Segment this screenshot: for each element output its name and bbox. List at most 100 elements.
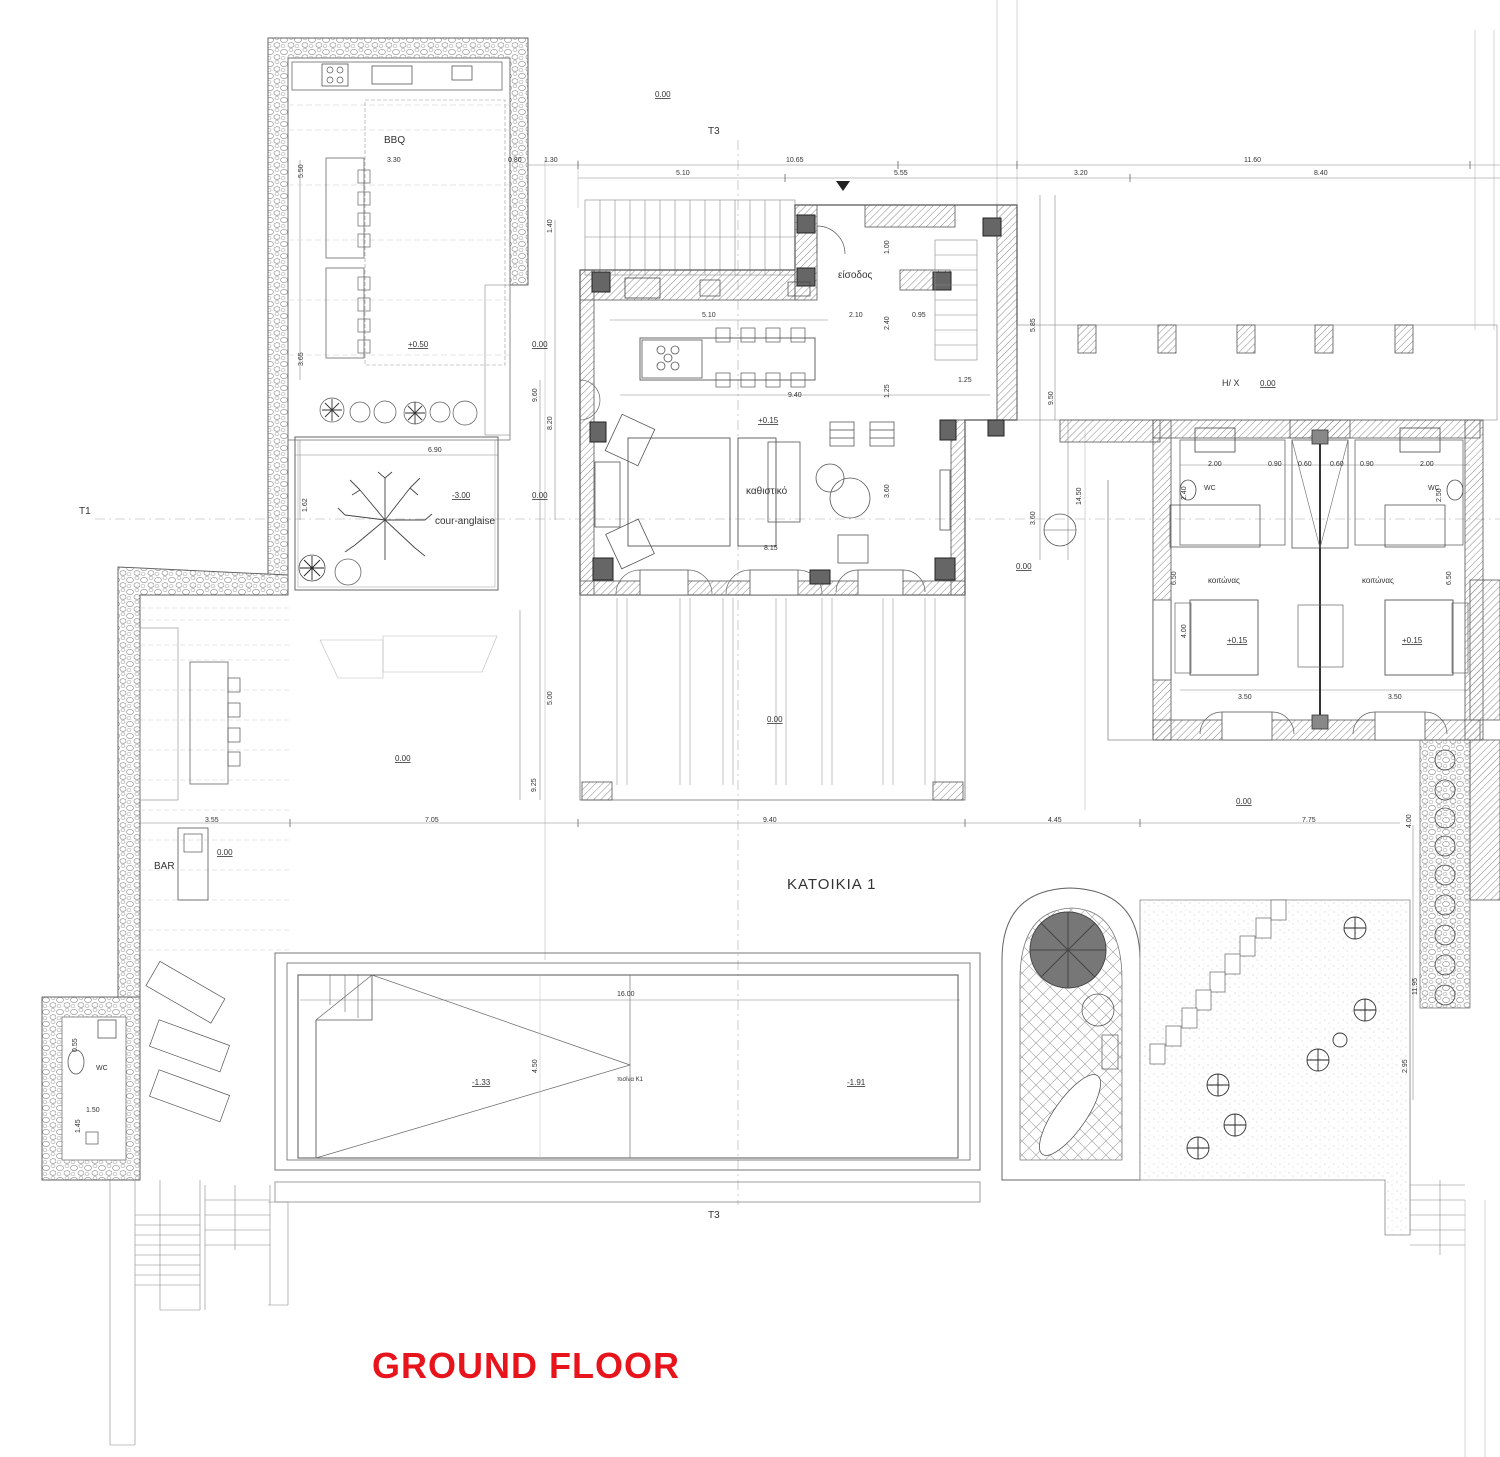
dim-label: 5.85 [1030,318,1037,332]
dim-label: 1.00 [884,240,891,254]
dimension-ticks [289,161,1471,827]
room-label-cour: cour-anglaise [435,516,495,527]
dim-label: 11.95 [1412,978,1419,995]
dim-label: 8.20 [547,416,554,430]
dim-label: 9.60 [532,388,539,402]
dim-label: 9.40 [788,392,802,399]
dim-label: 14.50 [1076,487,1083,505]
level-cour-side: 0.00 [532,491,548,500]
dim-label: 1.30 [544,157,558,164]
dim-label: 5.50 [298,164,305,178]
main-house-label: ΚΑΤΟΙΚΙΑ 1 [787,876,876,893]
main-house [579,181,1018,596]
axis-lines [95,140,1500,1205]
guest-wing [1016,324,1500,901]
pool [204,952,981,1310]
level-bedroom-1: +0.15 [1227,636,1248,645]
dim-label: 4.00 [1181,624,1188,638]
level-bbq: +0.50 [408,340,429,349]
dim-label: 2.40 [884,316,891,330]
dim-label: 4.45 [1048,817,1062,824]
level-terrace: 0.00 [395,754,411,763]
dim-label: 1.40 [547,219,554,233]
dim-label: 3.30 [387,157,401,164]
dim-label: 3.55 [205,817,219,824]
room-label-bbq: BBQ [384,135,405,146]
dim-label: 3.50 [1238,694,1252,701]
dim-label: 9.50 [1048,391,1055,405]
dim-label: 1.25 [884,384,891,398]
dim-label: 0.60 [1298,461,1312,468]
bar-terrace [117,566,290,1123]
dim-label: 9.40 [763,817,777,824]
dim-label: 2.10 [849,312,863,319]
dim-label: 2.50 [1436,488,1443,502]
level-top: 0.00 [655,90,671,99]
level-pool-deep: -1.91 [847,1078,866,1087]
dim-label: 1.25 [958,377,972,384]
axis-labels: T3 T1 T3 [79,126,720,1221]
room-label-bedroom-2: κοιτώνας [1362,576,1394,585]
level-porch: 0.00 [767,715,783,724]
dim-label: 0.90 [1268,461,1282,468]
dim-label: 4.00 [1406,814,1413,828]
room-labels: BBQ είσοδος καθιστικό cour-anglaise BAR … [96,135,1440,1083]
dim-label: 4.50 [532,1059,539,1073]
dimension-lines [85,160,1500,1230]
level-pool-shallow: -1.33 [472,1078,491,1087]
dim-label: 7.75 [1302,817,1316,824]
room-label-wc-2: WC [1428,485,1440,492]
dim-label: 7.05 [425,817,439,824]
room-label-hx: H/ X [1222,378,1240,388]
pergola [319,594,966,801]
dim-label: 6.90 [428,447,442,454]
dim-label: 3.50 [1388,694,1402,701]
dim-label: 5.10 [676,170,690,177]
dim-label: 2.00 [1208,461,1222,468]
garden [1001,739,1471,1255]
dim-label: 5.00 [547,691,554,705]
dim-label: 0.80 [508,157,522,164]
room-label-entrance: είσοδος [838,269,873,281]
room-label-wc-1: WC [1204,485,1216,492]
level-labels: 0.00 +0.50 0.00 +0.15 -3.00 0.00 0.00 0.… [217,90,1423,1087]
dim-label: 3.60 [884,484,891,498]
dim-label: 6.50 [1171,571,1178,585]
dim-label: 0.55 [72,1038,79,1052]
level-cour: -3.00 [452,491,471,500]
floor-title: GROUND FLOOR [372,1345,680,1386]
dim-label: 0.95 [912,312,926,319]
dim-label: 1.50 [86,1107,100,1114]
dim-label: 8.15 [764,545,778,552]
level-right-bottom: 0.00 [1236,797,1252,806]
wc-left [41,996,201,1446]
dim-label: 1.62 [302,498,309,512]
dim-label: 2.95 [1402,1059,1409,1073]
dim-label: 2.40 [1181,486,1188,500]
room-label-wc-left: WC [96,1065,108,1072]
axis-t1: T1 [79,506,91,517]
tree-icon [337,471,433,560]
dim-label: 0.60 [1330,461,1344,468]
dim-label: 3.60 [1030,511,1037,525]
dim-label: 6.50 [1446,571,1453,585]
dim-label: 16.00 [617,991,635,998]
dim-label: 2.00 [1420,461,1434,468]
dim-label: 1.45 [75,1119,82,1133]
axis-t3-bottom: T3 [708,1210,720,1221]
level-living: +0.15 [758,416,779,425]
plant-row-icon [319,397,478,426]
axis-t3-top: T3 [708,126,720,137]
room-label-living: καθιστικό [746,485,788,497]
dim-label: 10.65 [786,157,804,164]
level-hx: 0.00 [1260,379,1276,388]
room-label-pool: πισίνα Κ1 [617,1077,644,1083]
cour-anglaise [294,436,499,591]
level-bbq-side: 0.00 [532,340,548,349]
dim-label: 11.60 [1244,157,1261,164]
dimension-labels: 1.30 10.65 11.60 5.10 5.55 3.20 8.40 3.3… [72,157,1453,1133]
level-side-yard: 0.00 [1016,562,1032,571]
dim-label: 3.65 [298,352,305,366]
dim-label: 5.10 [702,312,716,319]
